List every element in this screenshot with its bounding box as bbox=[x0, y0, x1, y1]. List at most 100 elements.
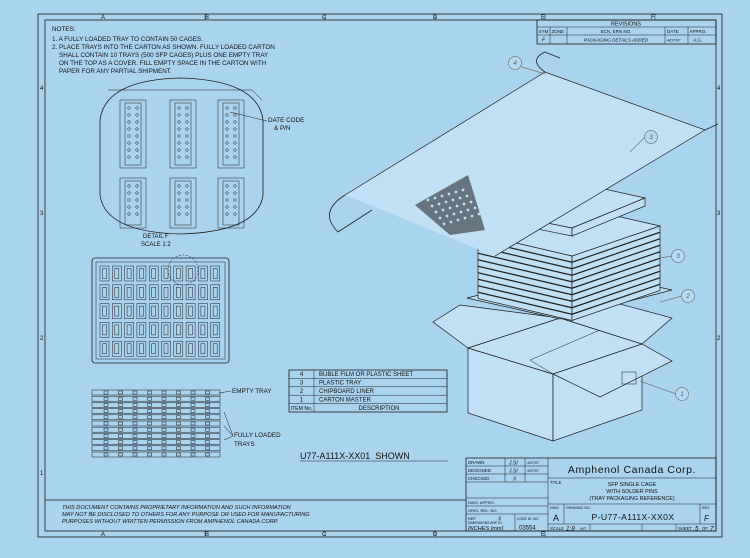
item-balloon bbox=[508, 56, 522, 70]
tray-cell bbox=[210, 284, 220, 301]
disclaimer-line: THIS DOCUMENT CONTAINS PROPRIETARY INFOR… bbox=[62, 505, 292, 511]
tray-cell bbox=[210, 340, 220, 357]
tray-cell bbox=[99, 284, 110, 301]
title-line: (TRAY PACKAGING REFERENCE) bbox=[589, 496, 675, 502]
dwg-appro-label: DWG. APPRO. bbox=[468, 500, 495, 505]
tray-cell bbox=[148, 303, 159, 319]
bom-item-number: ITEM No. bbox=[291, 406, 313, 412]
tray-cell bbox=[112, 284, 122, 301]
carton-label bbox=[621, 371, 637, 385]
item-balloon bbox=[681, 289, 695, 303]
stacked-tray-layer bbox=[91, 395, 221, 402]
item-balloon-number: 2 bbox=[685, 294, 690, 300]
tray-cell bbox=[148, 284, 159, 301]
tray-cell bbox=[99, 303, 110, 319]
tray-cell bbox=[124, 284, 134, 301]
rev-header: SYM bbox=[539, 29, 549, 34]
tray-cell bbox=[173, 322, 184, 338]
tray-cell bbox=[210, 265, 220, 282]
zone-number-right: 2 bbox=[717, 336, 721, 342]
carton-flap-left bbox=[432, 304, 561, 349]
dims-value: INCHES [mm] bbox=[468, 526, 504, 532]
outer-border bbox=[37, 13, 723, 538]
tray-cell bbox=[148, 265, 159, 282]
bom-description: BUBLE FILM OR PLASTIC SHEET bbox=[319, 372, 413, 378]
tray-cell bbox=[148, 340, 159, 357]
tray-cell bbox=[136, 303, 147, 319]
sheet-label: SHEET bbox=[678, 526, 692, 531]
disclaimer-line: PURPOSES WITHOUT WRITTEN PERMISSION FROM… bbox=[62, 519, 278, 525]
zone-letter-top: D bbox=[433, 15, 438, 21]
zone-markers: A B C D E F A B C D E 1 2 3 4 2 3 4 bbox=[40, 14, 721, 538]
tray-cell bbox=[112, 322, 122, 338]
drawing-no-label: DRAWING NO. bbox=[566, 506, 591, 510]
scale-label: SCALE bbox=[550, 526, 564, 531]
rev-header: ECN, ERN NO. bbox=[601, 29, 632, 34]
fully-loaded-callout: FULLY LOADED bbox=[234, 432, 281, 439]
tray-cell bbox=[185, 322, 196, 338]
bom-description: CHIPBOARD LINER bbox=[319, 389, 375, 395]
bom-item-number: 2 bbox=[300, 389, 304, 395]
title-label: TITLE bbox=[550, 480, 562, 485]
item-balloon-number: 4 bbox=[513, 61, 517, 67]
tray-cell bbox=[161, 322, 171, 338]
company-name: Amphenol Canada Corp. bbox=[568, 464, 696, 476]
zone-letter-top: C bbox=[322, 15, 327, 21]
cage-pocket bbox=[169, 99, 197, 169]
designed-date: 4/07/07 bbox=[527, 469, 540, 473]
wt-label: WT. bbox=[580, 526, 587, 531]
drawn-label: DRAWN bbox=[468, 460, 484, 465]
rev-header: ZONE bbox=[552, 29, 565, 34]
rev-cell: A.G. bbox=[692, 38, 702, 43]
orig-rel-label: ORIG. REL. NO. bbox=[468, 508, 498, 513]
rev-cell: F bbox=[542, 38, 546, 44]
tray-cell bbox=[198, 340, 208, 357]
detail-f-circle bbox=[167, 254, 199, 286]
revisions-table: REVISIONS SYM ZONE ECN, ERN NO. DATE APP… bbox=[536, 19, 717, 45]
zone-letter-top: F bbox=[651, 15, 655, 21]
designed-label: DESIGNED bbox=[468, 468, 491, 473]
stacked-tray-layer bbox=[91, 408, 221, 414]
drawn-date: 4/07/07 bbox=[527, 461, 540, 465]
tray-cell bbox=[185, 340, 196, 357]
zone-letter-top: E bbox=[541, 15, 545, 21]
detail-scale: SCALE 1:2 bbox=[141, 242, 171, 248]
tray-cell bbox=[198, 265, 208, 282]
zone-number-left: 4 bbox=[40, 86, 44, 92]
note-line: 1. A FULLY LOADED TRAY TO CONTAIN 50 CAG… bbox=[52, 36, 203, 43]
cage-pocket bbox=[169, 177, 197, 229]
tray-cell bbox=[173, 265, 184, 282]
zone-number-left: 1 bbox=[40, 471, 44, 477]
designed-name: J.SI bbox=[508, 469, 518, 475]
note-line: ON THE TOP AS A COVER. FILL EMPTY SPACE … bbox=[52, 60, 267, 67]
fully-loaded-callout: TRAYS bbox=[234, 441, 255, 448]
stacked-tray-layer bbox=[91, 389, 221, 396]
zone-number-left: 2 bbox=[40, 336, 44, 342]
notes-block: NOTES: 1. A FULLY LOADED TRAY TO CONTAIN… bbox=[52, 26, 275, 75]
cage-pocket bbox=[217, 99, 245, 169]
rev-header: APPRO. bbox=[690, 29, 707, 34]
code-value: 03554 bbox=[519, 526, 536, 532]
title-line: SFP SINGLE CAGE bbox=[608, 482, 657, 488]
rev-value: F bbox=[704, 514, 710, 523]
ref-label: REF bbox=[468, 516, 477, 521]
tray-cell bbox=[161, 340, 171, 357]
carton-flap-right bbox=[552, 343, 673, 398]
item-balloon bbox=[671, 249, 685, 263]
tray-cell bbox=[124, 303, 134, 319]
cage-pocket bbox=[217, 177, 245, 229]
drawing-number: P-U77-A111X-XX0X bbox=[592, 512, 675, 522]
tray-cell bbox=[210, 303, 220, 319]
revisions-title: REVISIONS bbox=[611, 22, 641, 28]
note-line: SHALL CONTAIN 10 TRAYS (500 SFP CAGES) P… bbox=[52, 52, 269, 59]
item-balloon bbox=[675, 387, 689, 401]
tray-cell bbox=[124, 265, 134, 282]
empty-tray-callout: EMPTY TRAY bbox=[232, 388, 272, 395]
dims-label: DIMENSIONS ARE IN bbox=[468, 521, 502, 525]
stacked-tray-layer bbox=[91, 445, 221, 452]
stacked-tray-layer bbox=[91, 426, 221, 433]
tray-cell bbox=[136, 322, 147, 338]
item-balloon-number: 1 bbox=[680, 392, 683, 398]
tray-cell bbox=[99, 265, 110, 282]
